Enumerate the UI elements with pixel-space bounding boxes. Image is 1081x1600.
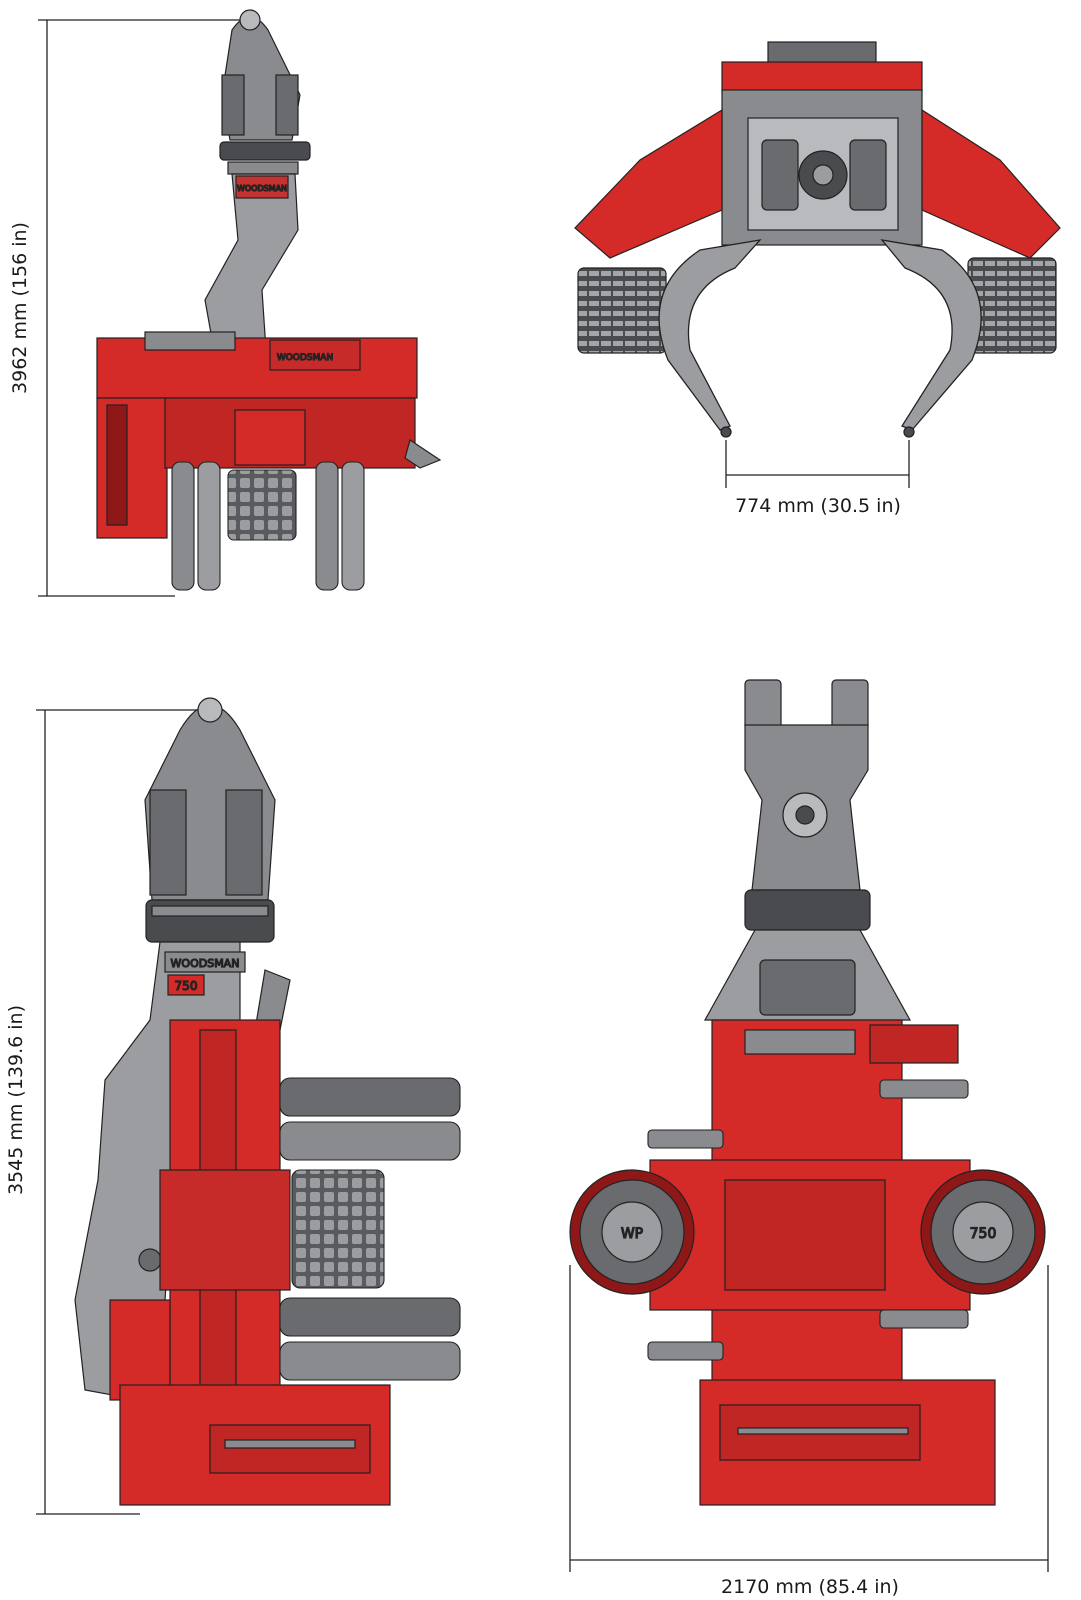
side-view-2-body <box>109 1019 391 1506</box>
side-view-body: WOODSMAN <box>96 331 442 539</box>
height-dimension-top-label: 3962 mm (156 in) <box>9 222 31 394</box>
height-dimension-top <box>38 19 240 597</box>
front-view-neck <box>703 929 912 1021</box>
opening-dimension-label: 774 mm (30.5 in) <box>735 495 901 517</box>
opening-dimension <box>725 440 910 488</box>
width-dimension <box>569 1265 1049 1572</box>
left-wing <box>574 108 723 354</box>
wheel-logo: WP <box>621 1226 643 1242</box>
height-dimension-bottom-label: 3545 mm (139.6 in) <box>5 1005 27 1195</box>
brand-plate-front: WOODSMAN <box>171 957 240 970</box>
front-view-diagram: WP 750 2170 mm (85.4 in) <box>569 679 1049 1598</box>
model-plate-front: 750 <box>175 979 198 993</box>
side-view-diagram: 3962 mm (156 in) WOODSMAN WOODSMAN <box>9 9 442 597</box>
front-view-body <box>649 1019 996 1506</box>
rotator-clevis-3 <box>744 679 871 931</box>
top-view-diagram: 774 mm (30.5 in) <box>574 41 1061 517</box>
rotator-clevis <box>219 9 311 175</box>
front-view-arms <box>647 1079 969 1361</box>
top-view-body <box>721 41 923 246</box>
grapple-arms <box>658 239 982 438</box>
side-view-arms <box>171 461 365 591</box>
height-dimension-bottom <box>36 709 200 1515</box>
right-wing <box>921 108 1061 354</box>
side-view-2-arms <box>279 1077 461 1381</box>
right-wheel: 750 <box>920 1169 1046 1295</box>
width-dimension-label: 2170 mm (85.4 in) <box>721 1576 899 1598</box>
rotator-clevis-2 <box>144 697 276 943</box>
brand-plate-side: WOODSMAN <box>237 184 287 193</box>
left-wheel: WP <box>569 1169 695 1295</box>
side-view-2-diagram: 3545 mm (139.6 in) WOODSMAN 750 <box>5 697 461 1515</box>
wheel-model: 750 <box>970 1226 997 1242</box>
brand-plate-body: WOODSMAN <box>277 353 333 363</box>
